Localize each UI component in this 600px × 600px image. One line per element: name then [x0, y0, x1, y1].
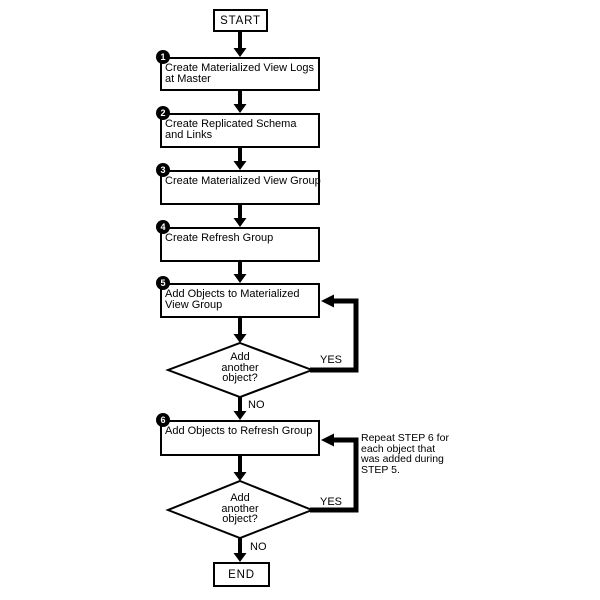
decision-2-line3: object?	[222, 513, 258, 525]
decision-1-line3: object?	[222, 372, 258, 384]
yes-loop-1-arrowhead	[321, 294, 334, 308]
step-5-text-line2: View Group	[165, 299, 223, 311]
step-6-text-line1: Add Objects to Refresh Group	[165, 425, 313, 437]
annotation-line4: STEP 5.	[361, 463, 400, 476]
annotation-line2: each object that	[361, 442, 436, 455]
decision-1-text: Add another object?	[180, 352, 300, 384]
step-1-text-line1: Create Materialized View Logs	[165, 62, 314, 74]
decision-2-no-label: NO	[250, 541, 267, 553]
yes-loop-2-line	[310, 437, 359, 513]
decision-2-text: Add another object?	[180, 493, 300, 525]
step-5-badge: 5	[156, 276, 170, 290]
step-5-text-line1: Add Objects to Materialized	[165, 288, 300, 300]
decision-1-line2: another	[221, 361, 259, 374]
step-6-box: 6 Add Objects to Refresh Group	[156, 413, 320, 456]
step-5-box: 5 Add Objects to Materialized View Group	[156, 276, 320, 318]
step-3-box: 3 Create Materialized View Group	[156, 163, 321, 205]
step-4-text-line1: Create Refresh Group	[165, 232, 274, 244]
step-3-text-line1: Create Materialized View Group	[165, 175, 321, 187]
yes-loop-2-arrowhead	[321, 433, 334, 447]
start-node: START	[213, 9, 268, 32]
step-1-box: 1 Create Materialized View Logs at Maste…	[156, 50, 320, 91]
annotation: Repeat STEP 6 for each object that was a…	[361, 433, 449, 475]
decision-2-line1: Add	[230, 492, 250, 504]
step-2-box: 2 Create Replicated Schema and Links	[156, 106, 320, 148]
end-label: END	[228, 568, 255, 581]
annotation-line1: Repeat STEP 6 for	[361, 432, 449, 444]
step-2-text-line1: Create Replicated Schema	[165, 118, 297, 130]
step-2-badge: 2	[156, 106, 170, 120]
step-6-badge: 6	[156, 413, 170, 427]
step-1-badge: 1	[156, 50, 170, 64]
annotation-line3: was added during	[361, 453, 444, 465]
decision-1-no-label: NO	[248, 399, 265, 411]
step-1-text-line2: at Master	[165, 73, 211, 85]
decision-1-line1: Add	[230, 351, 250, 363]
decision-1-yes-label: YES	[320, 354, 343, 366]
end-node: END	[213, 562, 270, 587]
step-4-box: 4 Create Refresh Group	[156, 220, 320, 262]
decision-2-line2: another	[221, 502, 259, 515]
step-3-badge: 3	[156, 163, 170, 177]
decision-2-yes-label: YES	[320, 496, 343, 508]
yes-loop-1-line	[310, 298, 359, 373]
step-2-text-line2: and Links	[165, 129, 213, 141]
start-label: START	[220, 14, 261, 27]
step-4-badge: 4	[156, 220, 170, 234]
arrow-heads	[233, 48, 247, 562]
